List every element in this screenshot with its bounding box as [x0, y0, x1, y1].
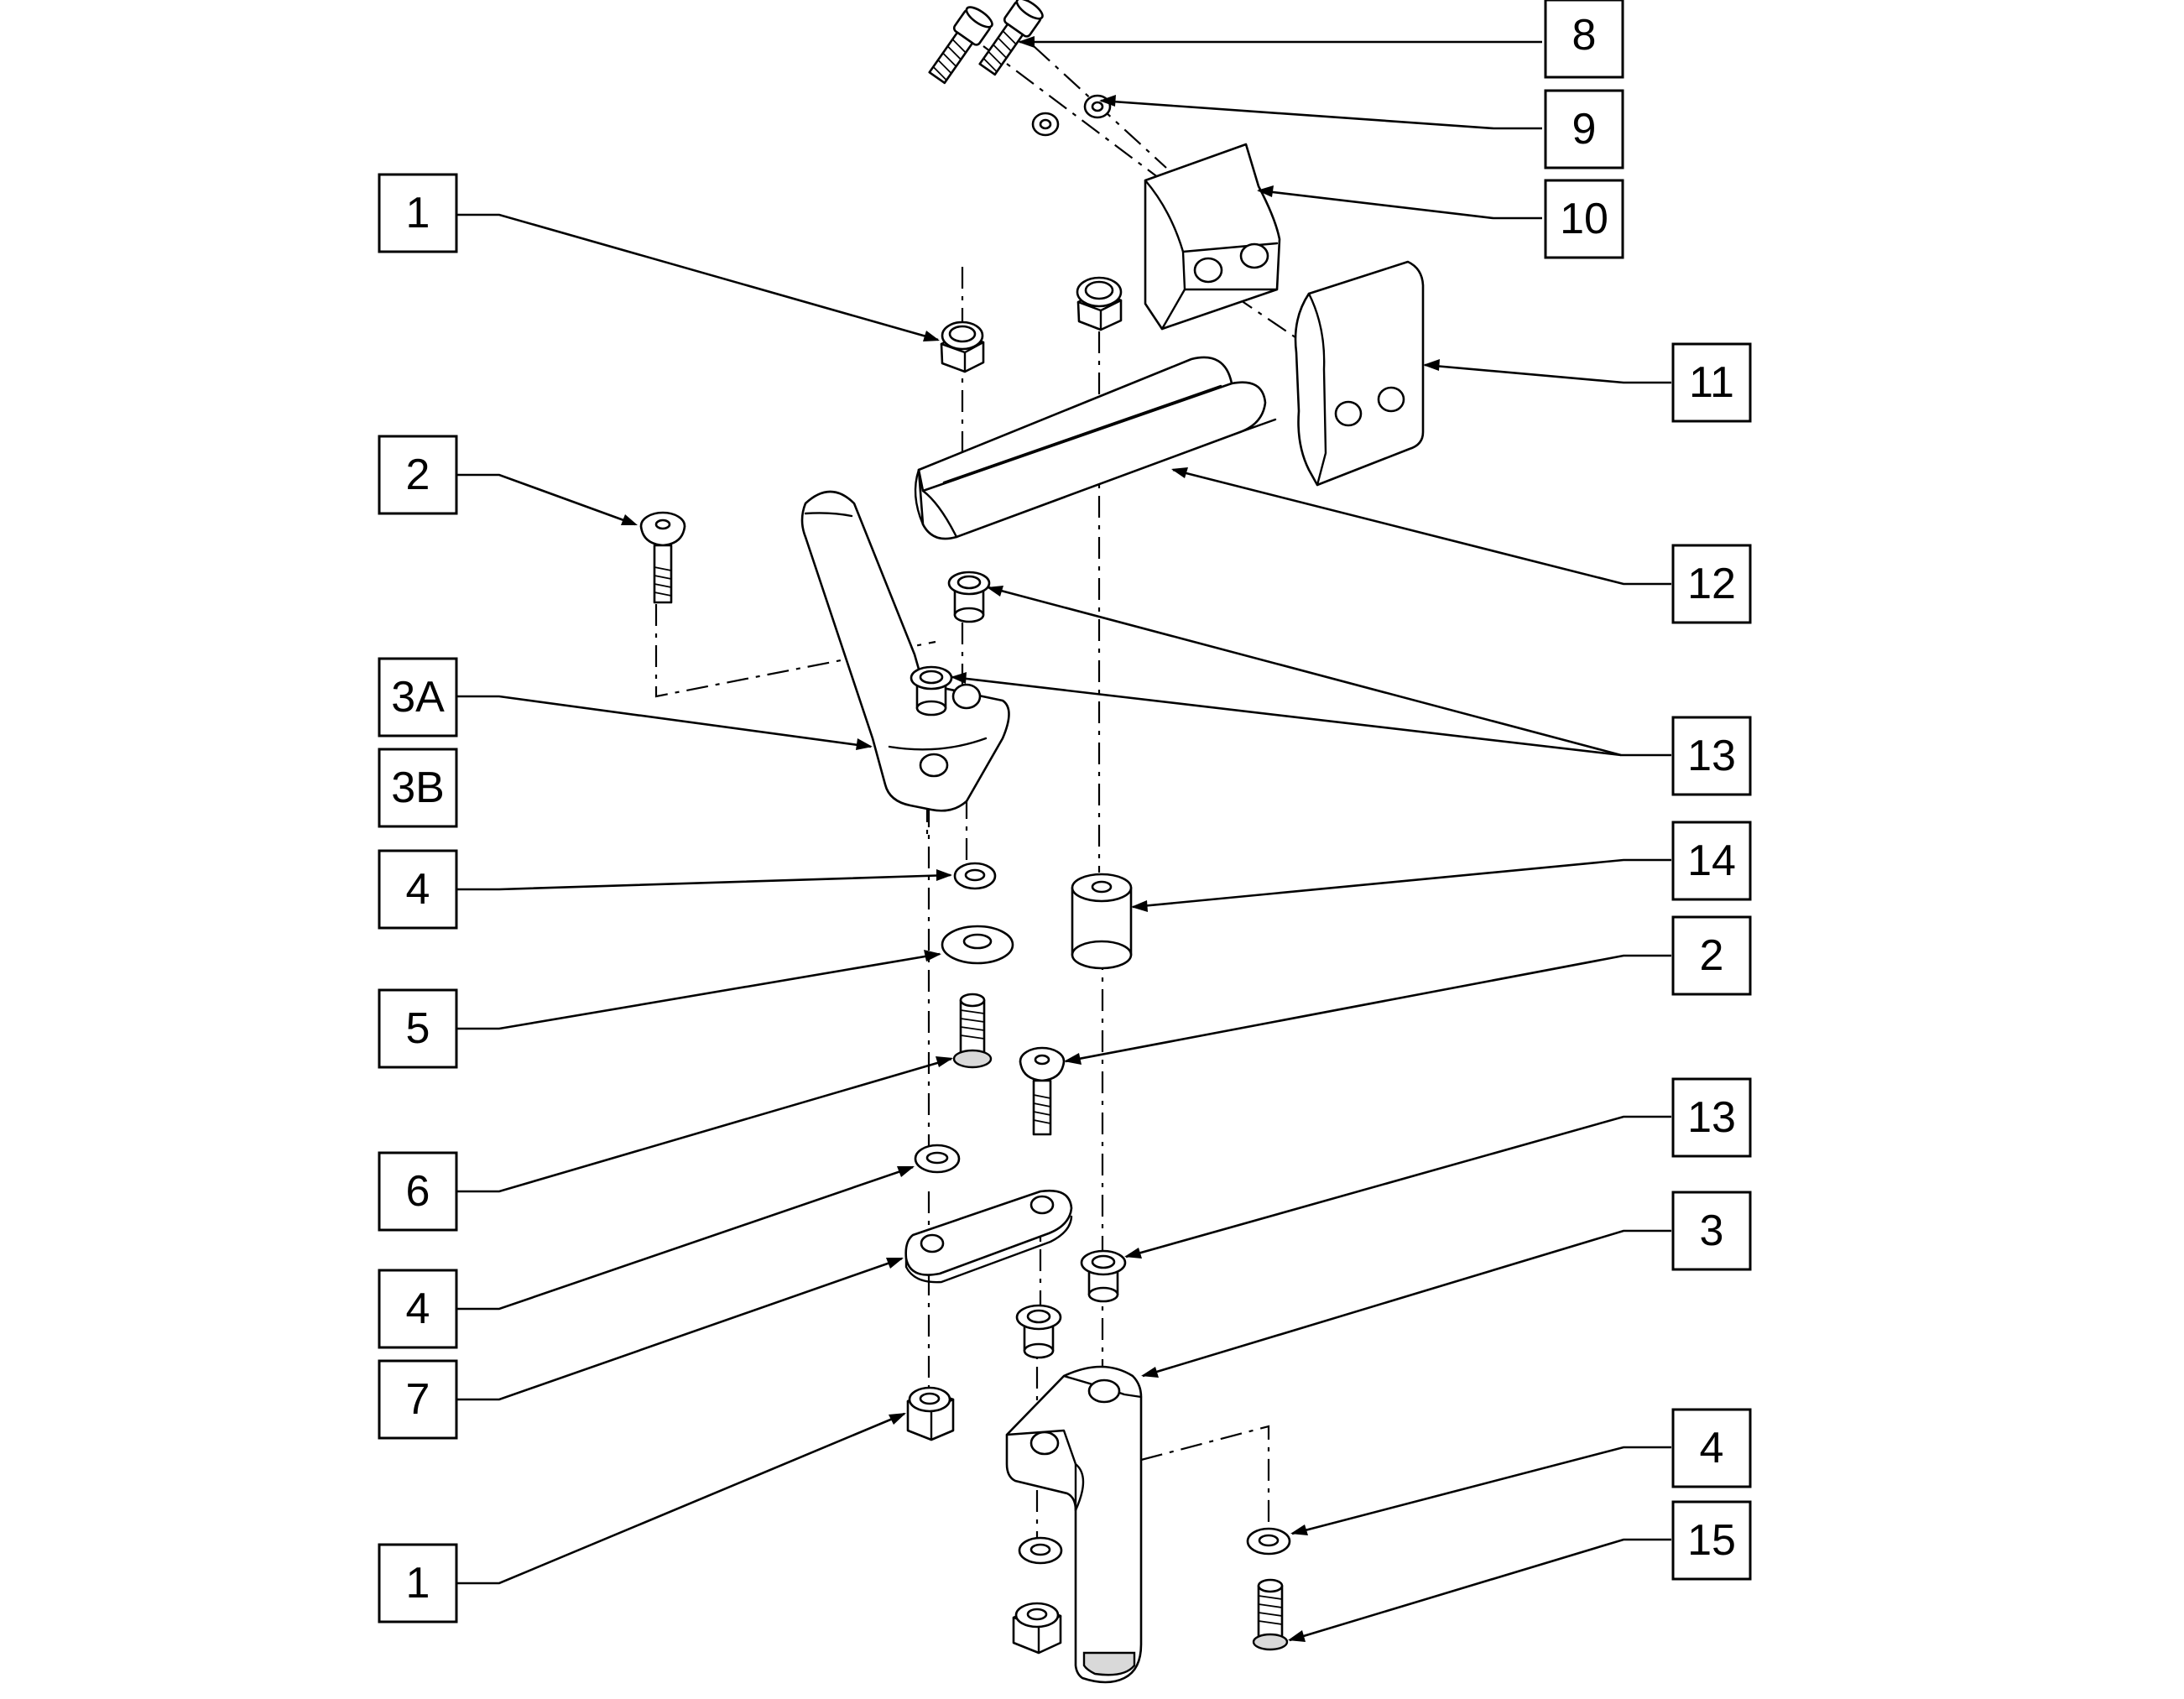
- leader-arrowhead: [1141, 1367, 1159, 1378]
- callout-4-middle: 4: [378, 1269, 458, 1349]
- leader-arrowhead: [1018, 36, 1035, 48]
- socket-head-screws: [928, 0, 1044, 85]
- flanged-bushing-upper: [947, 571, 991, 623]
- channel-bar: [914, 356, 1277, 540]
- callout-2-lower: 2: [1671, 915, 1752, 996]
- callout-4-upper: 4: [378, 849, 458, 930]
- leader-arrowhead: [1423, 359, 1440, 371]
- callout-label: 9: [1572, 105, 1597, 154]
- callout-label: 14: [1687, 836, 1736, 885]
- leader-arrowhead: [936, 1056, 953, 1067]
- callout-label: 4: [406, 1285, 430, 1333]
- swing-arm: [800, 490, 1010, 812]
- large-washer: [941, 925, 1014, 965]
- callout-label: 3A: [391, 673, 445, 722]
- leader-arrowhead: [621, 514, 638, 525]
- flanged-bushing-lower-right: [1080, 1249, 1127, 1303]
- callout-label: 15: [1687, 1516, 1736, 1565]
- button-head-screw-top: [639, 511, 686, 604]
- button-head-screw-lower: [1019, 1046, 1066, 1136]
- leader-lines: [457, 36, 1671, 1642]
- leader-arrowhead: [1124, 1248, 1142, 1259]
- hex-nut-top-left: [940, 321, 985, 373]
- small-washer-lower-left: [1018, 1536, 1063, 1565]
- callout-label: 1: [406, 1559, 430, 1608]
- leader-arrowhead: [1288, 1630, 1306, 1642]
- callout-7: 7: [378, 1359, 458, 1440]
- callout-4-lower: 4: [1671, 1408, 1752, 1488]
- link-plate: [904, 1189, 1073, 1284]
- leader-arrowhead: [1290, 1524, 1308, 1535]
- callout-2-top: 2: [378, 435, 458, 515]
- leader-arrowhead: [923, 331, 940, 341]
- callout-label: 7: [406, 1375, 430, 1424]
- flanged-bushing-lower-left: [1015, 1304, 1062, 1359]
- callout-9: 9: [1544, 89, 1624, 169]
- leader-arrowhead: [889, 1413, 906, 1425]
- callout-label: 8: [1572, 11, 1597, 60]
- small-washer-middle: [914, 1144, 961, 1174]
- lock-washers: [1031, 94, 1112, 137]
- clamp-block: [1144, 143, 1281, 331]
- callout-label: 13: [1687, 1093, 1736, 1142]
- leader-arrowhead: [897, 1166, 915, 1177]
- leader-arrowhead: [951, 672, 967, 684]
- callout-1-top: 1: [378, 173, 458, 253]
- leader-arrowhead: [1131, 900, 1148, 912]
- leader-arrowhead: [1099, 95, 1116, 107]
- callout-label: 12: [1687, 560, 1736, 608]
- callout-3b: 3B: [378, 748, 458, 828]
- callout-label: 5: [406, 1004, 430, 1053]
- callout-8: 8: [1544, 0, 1624, 79]
- flanged-bushing-arm: [910, 665, 953, 717]
- callout-3: 3: [1671, 1191, 1752, 1271]
- callout-13-lower: 13: [1671, 1077, 1752, 1158]
- leader-arrowhead: [856, 738, 873, 750]
- callout-label: 6: [406, 1167, 430, 1216]
- hex-nut-top-right: [1076, 276, 1123, 331]
- callout-15: 15: [1671, 1500, 1752, 1581]
- leader-arrowhead: [924, 950, 941, 962]
- shoulder-bolt: [952, 993, 993, 1069]
- hex-nut-bottom-left: [906, 1386, 955, 1441]
- small-washer-upper: [953, 862, 997, 890]
- short-screw: [1252, 1578, 1289, 1651]
- leader-arrowhead: [1171, 467, 1188, 478]
- callout-label: 4: [1700, 1424, 1724, 1472]
- hex-nut-bottom-right: [1012, 1602, 1062, 1655]
- callout-label: 10: [1560, 195, 1608, 243]
- callout-label: 4: [406, 865, 430, 914]
- callout-label: 3B: [391, 764, 445, 812]
- callout-10: 10: [1544, 179, 1624, 259]
- callout-label: 13: [1687, 732, 1736, 780]
- callout-3a: 3A: [378, 657, 458, 737]
- callout-label: 1: [406, 189, 430, 237]
- callout-1-bottom: 1: [378, 1543, 458, 1623]
- leader-arrowhead: [936, 869, 952, 881]
- callout-label: 11: [1689, 358, 1734, 407]
- callout-13-upper: 13: [1671, 716, 1752, 796]
- leader-arrowhead: [987, 586, 1003, 597]
- callout-6: 6: [378, 1151, 458, 1232]
- leader-arrowhead: [886, 1258, 904, 1269]
- callout-12: 12: [1671, 544, 1752, 624]
- lower-bracket: [1005, 1365, 1143, 1684]
- leader-arrowhead: [1064, 1053, 1082, 1065]
- callout-label: 2: [406, 451, 430, 499]
- callout-14: 14: [1671, 821, 1752, 901]
- callouts: 8 9 10 1 11 2 12 3A: [378, 0, 1752, 1623]
- callout-11: 11: [1671, 342, 1752, 423]
- callout-label: 3: [1700, 1206, 1724, 1255]
- small-washer-lower-right: [1246, 1527, 1291, 1556]
- callout-label: 2: [1700, 931, 1724, 980]
- spacer-tube: [1071, 873, 1133, 970]
- clamp-plate: [1294, 260, 1425, 487]
- leader-arrowhead: [1257, 185, 1274, 197]
- callout-5: 5: [378, 988, 458, 1069]
